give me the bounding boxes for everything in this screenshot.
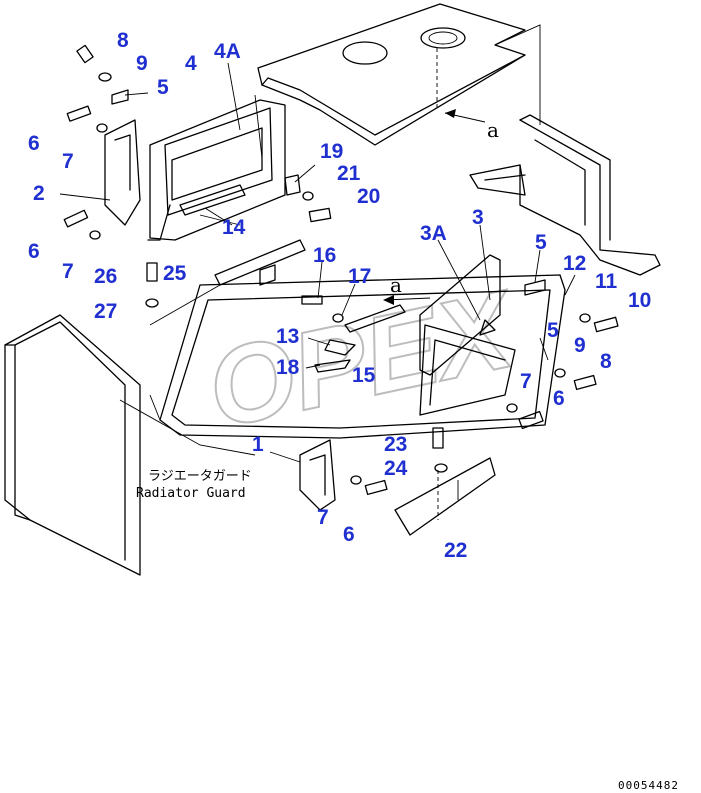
callout-16: 16 (313, 244, 336, 267)
callout-14: 14 (222, 216, 246, 239)
callout-9: 9 (574, 334, 586, 357)
strip-25 (149, 239, 306, 326)
callout-26: 26 (94, 265, 117, 288)
callout-4A: 4A (214, 40, 241, 63)
plate-22 (394, 457, 496, 536)
callout-7: 7 (520, 370, 532, 393)
bracket-2 (104, 119, 141, 226)
callout-3A: 3A (420, 222, 447, 245)
callout-12: 12 (563, 252, 586, 275)
callout-7: 7 (62, 260, 74, 283)
callout-23: 23 (384, 433, 407, 456)
callout-6: 6 (343, 523, 355, 546)
callout-5: 5 (157, 76, 169, 99)
callout-24: 24 (384, 457, 408, 480)
callout-numbers: 8 9 4A 4 5 6 7 2 19 21 20 14 6 7 26 25 2… (28, 29, 651, 562)
fasteners (63, 44, 619, 496)
callout-22: 22 (444, 539, 467, 562)
callout-8: 8 (600, 350, 612, 373)
bracket-1 (299, 439, 336, 511)
ref-a-center: a (390, 273, 402, 297)
callout-6: 6 (553, 387, 565, 410)
ref-a-upper: a (487, 118, 499, 142)
callout-4: 4 (185, 52, 197, 75)
watermark-text: OPEX (197, 267, 527, 452)
callout-5: 5 (547, 319, 559, 342)
callout-18: 18 (276, 356, 300, 379)
callout-17: 17 (348, 265, 371, 288)
callout-leaders (59, 62, 576, 500)
strip-14 (179, 184, 246, 226)
callout-19: 19 (320, 140, 343, 163)
callout-21: 21 (337, 162, 361, 185)
right-side-bracket (469, 114, 661, 276)
radiator-frame (149, 274, 566, 439)
callout-15: 15 (352, 364, 376, 387)
callout-8: 8 (117, 29, 129, 52)
callout-7: 7 (62, 150, 74, 173)
panel-3 (419, 254, 516, 416)
radiator-guard (4, 314, 256, 576)
callout-6: 6 (28, 240, 40, 263)
callout-2: 2 (33, 182, 45, 205)
callout-6: 6 (28, 132, 40, 155)
callout-25: 25 (163, 262, 187, 285)
callout-13: 13 (276, 325, 299, 348)
callout-1: 1 (252, 433, 264, 456)
top-cover-plate (257, 3, 541, 146)
callout-5: 5 (535, 231, 547, 254)
callout-10: 10 (628, 289, 651, 312)
callout-3: 3 (472, 206, 484, 229)
reference-arrows: a a (383, 109, 499, 305)
rod-17 (314, 304, 406, 373)
callout-9: 9 (136, 52, 148, 75)
left-side-plate-4 (147, 99, 286, 241)
callout-11: 11 (595, 270, 618, 293)
callout-27: 27 (94, 300, 117, 323)
document-number: 00054482 (618, 779, 679, 792)
callout-20: 20 (357, 185, 380, 208)
callout-7: 7 (317, 506, 329, 529)
label-radiator-guard-en: Radiator Guard (136, 486, 246, 501)
label-radiator-guard-jp: ラジエータガード (148, 469, 252, 484)
